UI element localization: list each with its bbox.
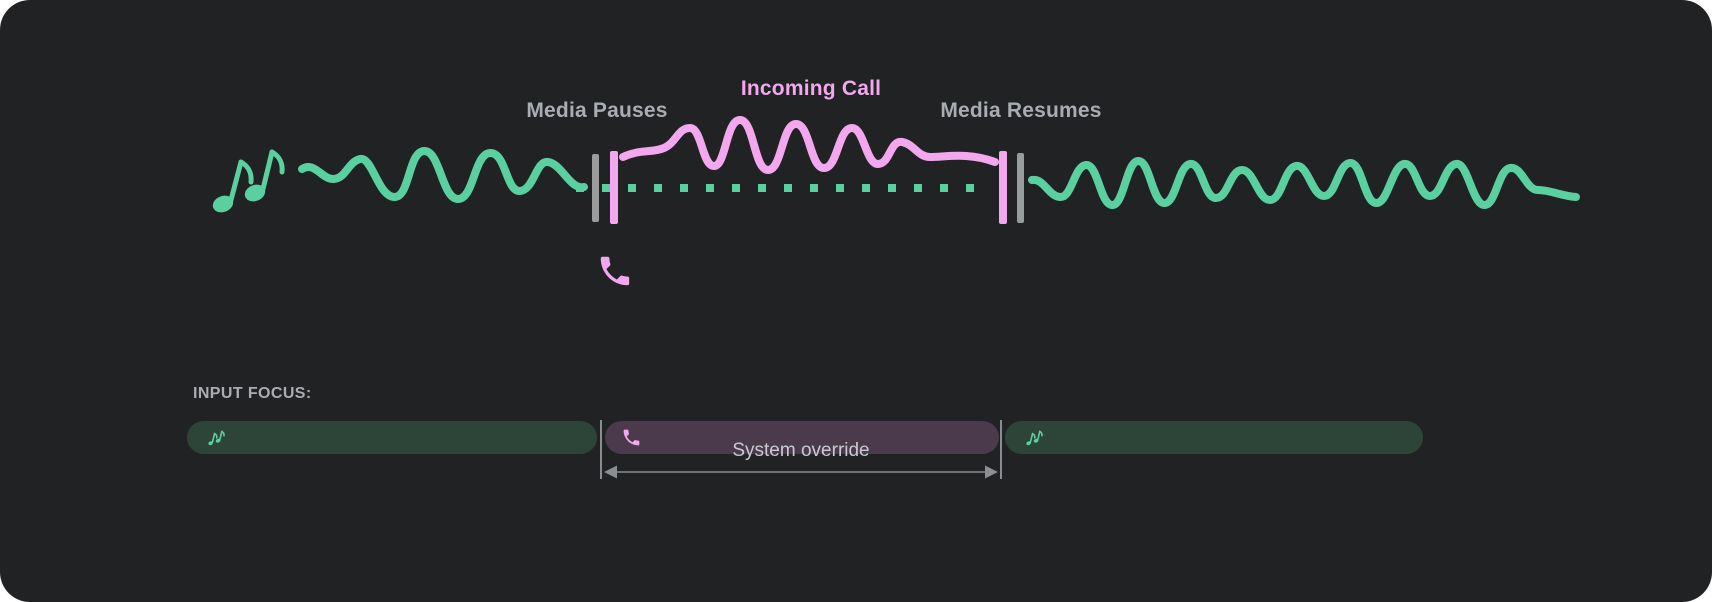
call-wave (619, 115, 999, 175)
music-notes-icon (1023, 426, 1047, 450)
music-notes-icon (212, 149, 285, 213)
pause-bars-icon (592, 151, 618, 224)
phone-icon (621, 427, 642, 448)
incoming-call-label: Incoming Call (740, 77, 882, 100)
waveform-graphic (212, 115, 1580, 286)
input-focus-heading: INPUT FOCUS: (193, 385, 312, 402)
media-resumes-label: Media Resumes (940, 99, 1102, 122)
override-end-divider (1000, 420, 1002, 479)
media-wave-after (1028, 157, 1580, 209)
override-start-divider (600, 420, 602, 479)
media-wave-before (298, 147, 588, 204)
focus-segment-media-after (1005, 421, 1423, 454)
music-notes-icon (205, 426, 229, 450)
system-override-arrow (604, 465, 998, 479)
resume-bars-icon (999, 151, 1024, 224)
focus-segment-media-before (187, 421, 597, 454)
focus-segment-call (605, 421, 999, 454)
system-override-label: System override (732, 440, 870, 461)
phone-icon (600, 256, 630, 286)
media-pauses-label: Media Pauses (526, 99, 668, 122)
